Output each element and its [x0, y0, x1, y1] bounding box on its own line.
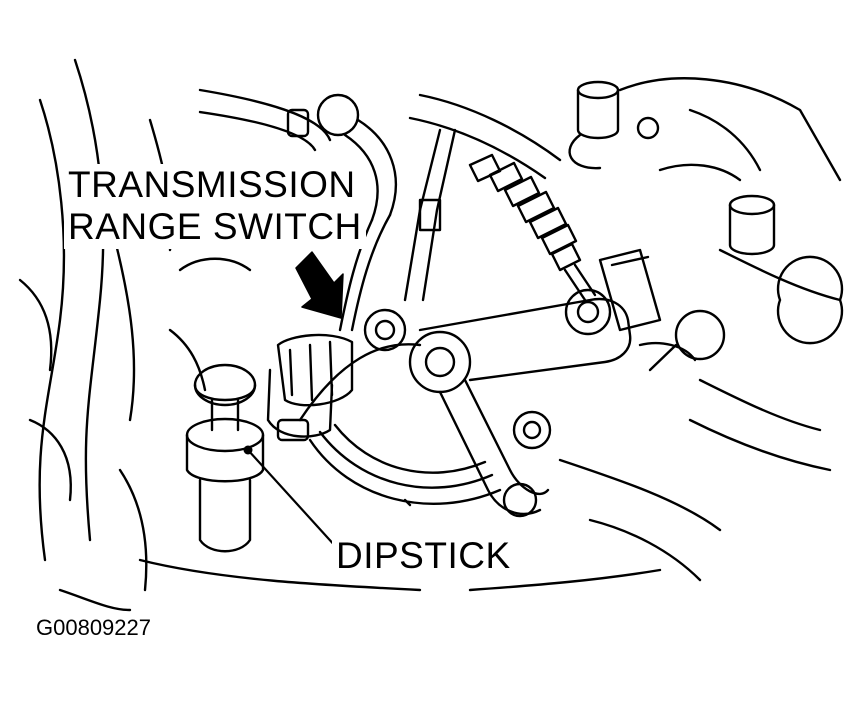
right-casing — [558, 77, 844, 582]
transmission-range-switch-label-line1: TRANSMISSION — [64, 164, 360, 207]
shift-cable-boot — [403, 93, 597, 302]
transmission-range-switch-label-line2: RANGE SWITCH — [64, 206, 366, 249]
switch-connector — [266, 333, 354, 442]
range-switch-housing — [298, 308, 552, 507]
dipstick-leader-line — [243, 445, 338, 549]
manual-shift-lever — [408, 248, 726, 518]
lower-contours — [58, 558, 662, 612]
left-background-contours — [18, 58, 302, 592]
arrow-down-right-icon — [295, 251, 344, 319]
figure-id: G00809227 — [36, 615, 151, 640]
dipstick-drawing — [185, 363, 265, 553]
wiring-harness — [198, 88, 398, 332]
dipstick-label: DIPSTICK — [332, 535, 515, 576]
